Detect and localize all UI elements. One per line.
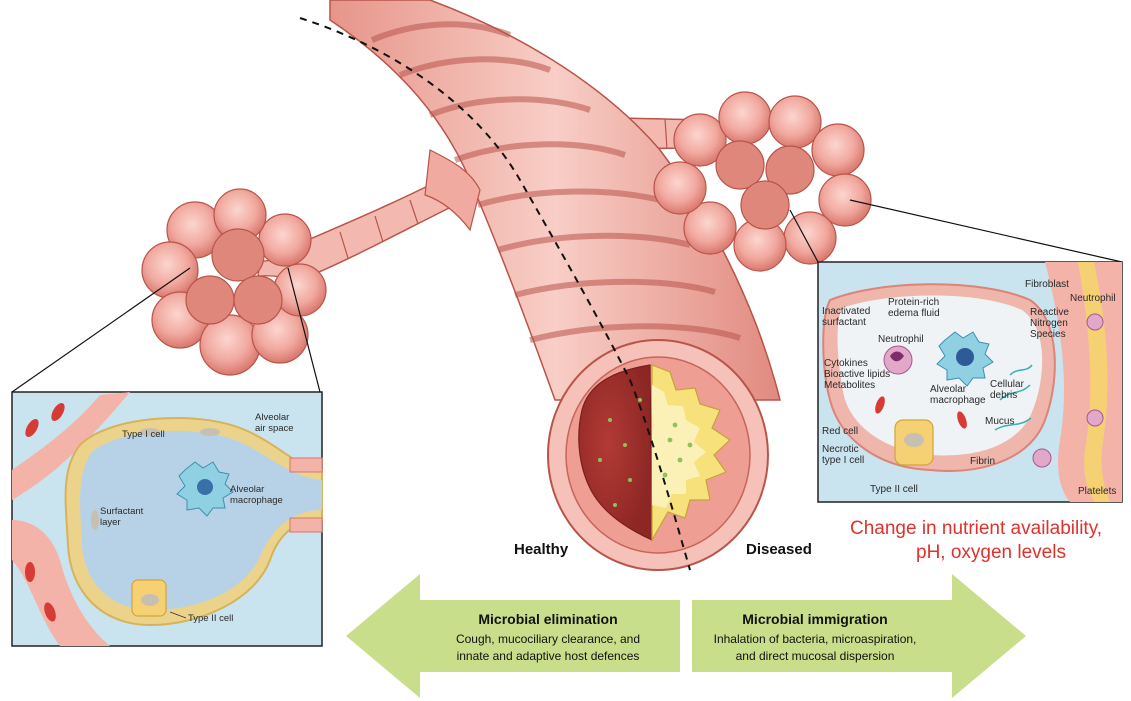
- immigration-line1: Inhalation of bacteria, microaspiration,: [714, 632, 917, 646]
- label-neutrophil-top: Neutrophil: [1070, 293, 1116, 304]
- label-alveolar-line1: Alveolar: [930, 384, 967, 395]
- immigration-title: Microbial immigration: [742, 611, 887, 627]
- healthy-alveolus-inset: Type I cell Alveolar air space Alveolar …: [12, 392, 322, 646]
- diseased-label: Diseased: [746, 541, 812, 558]
- label-bioactive: Bioactive lipids: [824, 369, 890, 380]
- healthy-label: Healthy: [514, 541, 569, 558]
- label-platelets: Platelets: [1078, 486, 1116, 497]
- label-reactive-line2: Nitrogen: [1030, 318, 1068, 329]
- label-macrophage-line2: macrophage: [230, 495, 283, 506]
- label-cellular-line1: Cellular: [990, 379, 1025, 390]
- label-type1-cell: Type I cell: [122, 429, 165, 440]
- label-neutrophil-mid: Neutrophil: [878, 334, 924, 345]
- label-macrophage-line1: Alveolar: [230, 484, 264, 495]
- label-red-cell: Red cell: [822, 426, 858, 437]
- elimination-title: Microbial elimination: [478, 611, 617, 627]
- label-airspace-line2: air space: [255, 423, 294, 434]
- label-fibroblast: Fibroblast: [1025, 279, 1069, 290]
- microbial-elimination-arrow: Microbial elimination Cough, mucociliary…: [346, 574, 680, 698]
- label-inactivated-line2: surfactant: [822, 317, 866, 328]
- label-surfactant-line2: layer: [100, 517, 121, 528]
- label-cytokines: Cytokines: [824, 358, 868, 369]
- label-metabolites: Metabolites: [824, 380, 875, 391]
- label-protein-line2: edema fluid: [888, 308, 940, 319]
- label-alveolar-line2: macrophage: [930, 395, 986, 406]
- nutrient-note-line2: pH, oxygen levels: [916, 542, 1066, 563]
- label-type2-cell: Type II cell: [188, 613, 233, 624]
- label-reactive-line1: Reactive: [1030, 307, 1069, 318]
- label-cellular-line2: debris: [990, 390, 1017, 401]
- label-necrotic-line1: Necrotic: [822, 444, 859, 455]
- label-protein-line1: Protein-rich: [888, 297, 939, 308]
- airway-cross-section: [548, 340, 768, 570]
- label-airspace-line1: Alveolar: [255, 412, 289, 423]
- label-mucus: Mucus: [985, 416, 1014, 427]
- elimination-line2: innate and adaptive host defences: [457, 649, 640, 663]
- label-surfactant-line1: Surfactant: [100, 506, 144, 517]
- label-fibrin: Fibrin: [970, 456, 995, 467]
- elimination-line1: Cough, mucociliary clearance, and: [456, 632, 640, 646]
- right-callout-line-b: [850, 200, 1122, 262]
- label-reactive-line3: Species: [1030, 329, 1066, 340]
- label-type2-cell: Type II cell: [870, 484, 918, 495]
- nutrient-note-line1: Change in nutrient availability,: [850, 518, 1102, 539]
- label-necrotic-line2: type I cell: [822, 455, 864, 466]
- label-inactivated-line1: Inactivated: [822, 306, 870, 317]
- immigration-line2: and direct mucosal dispersion: [736, 649, 895, 663]
- diseased-alveolus-inset: Inactivated surfactant Protein-rich edem…: [818, 262, 1122, 502]
- microbial-immigration-arrow: Microbial immigration Inhalation of bact…: [692, 574, 1026, 698]
